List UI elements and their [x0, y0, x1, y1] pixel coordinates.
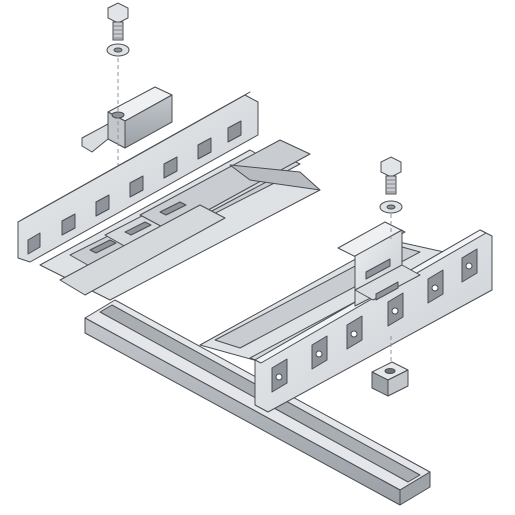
nut-thread-hole	[384, 368, 396, 374]
rail-hole	[275, 373, 283, 381]
rail-slot	[27, 232, 41, 255]
bolt-thread	[113, 25, 123, 39]
bolt-right	[380, 156, 402, 195]
rail-slot	[227, 120, 242, 143]
washer-hole	[386, 204, 396, 210]
nut-side	[387, 369, 409, 397]
tray-upper-rail-slots	[27, 120, 242, 255]
clamp-left-foot	[81, 123, 109, 153]
rail-slot	[197, 137, 212, 160]
rail-hole	[431, 284, 439, 292]
rail-slot	[95, 194, 110, 217]
channel-end-face	[399, 471, 431, 506]
clamp-left	[81, 86, 173, 153]
bolt-head	[380, 156, 402, 178]
clamp-right-top	[337, 221, 406, 259]
bolt-head	[107, 2, 129, 24]
washer-top-left	[106, 43, 130, 57]
channel-nut	[371, 361, 409, 397]
bolt-shank	[112, 21, 124, 41]
clamp-right-slot	[375, 281, 399, 301]
tray-upper-rung	[59, 204, 226, 296]
washer-right	[379, 200, 403, 214]
rail-hole	[315, 350, 323, 358]
tray-upper-rung-slot	[159, 201, 187, 216]
clamp-right-foot	[354, 264, 421, 301]
tray-upper-far-edge	[229, 164, 321, 191]
rail-hole	[350, 330, 358, 338]
tray-lower-rail-holes	[275, 262, 473, 381]
tray-upper-rung-slot	[89, 239, 117, 254]
bolt-top-left	[107, 2, 129, 41]
washer-hole	[113, 47, 123, 53]
rail-hole	[465, 262, 473, 270]
rail-slot	[163, 156, 178, 179]
tray-upper-back-rail-lip	[17, 91, 251, 223]
clamp-right	[337, 221, 421, 307]
tray-upper-rung-slot	[124, 221, 152, 236]
bolt-shank	[385, 175, 397, 195]
tray-upper	[17, 91, 321, 301]
clamp-right-slot	[365, 258, 391, 280]
bolt-thread	[386, 179, 396, 193]
rail-slot	[129, 175, 144, 198]
clamp-left-side	[124, 94, 173, 149]
rail-slot	[61, 213, 76, 236]
rail-hole	[391, 307, 399, 315]
